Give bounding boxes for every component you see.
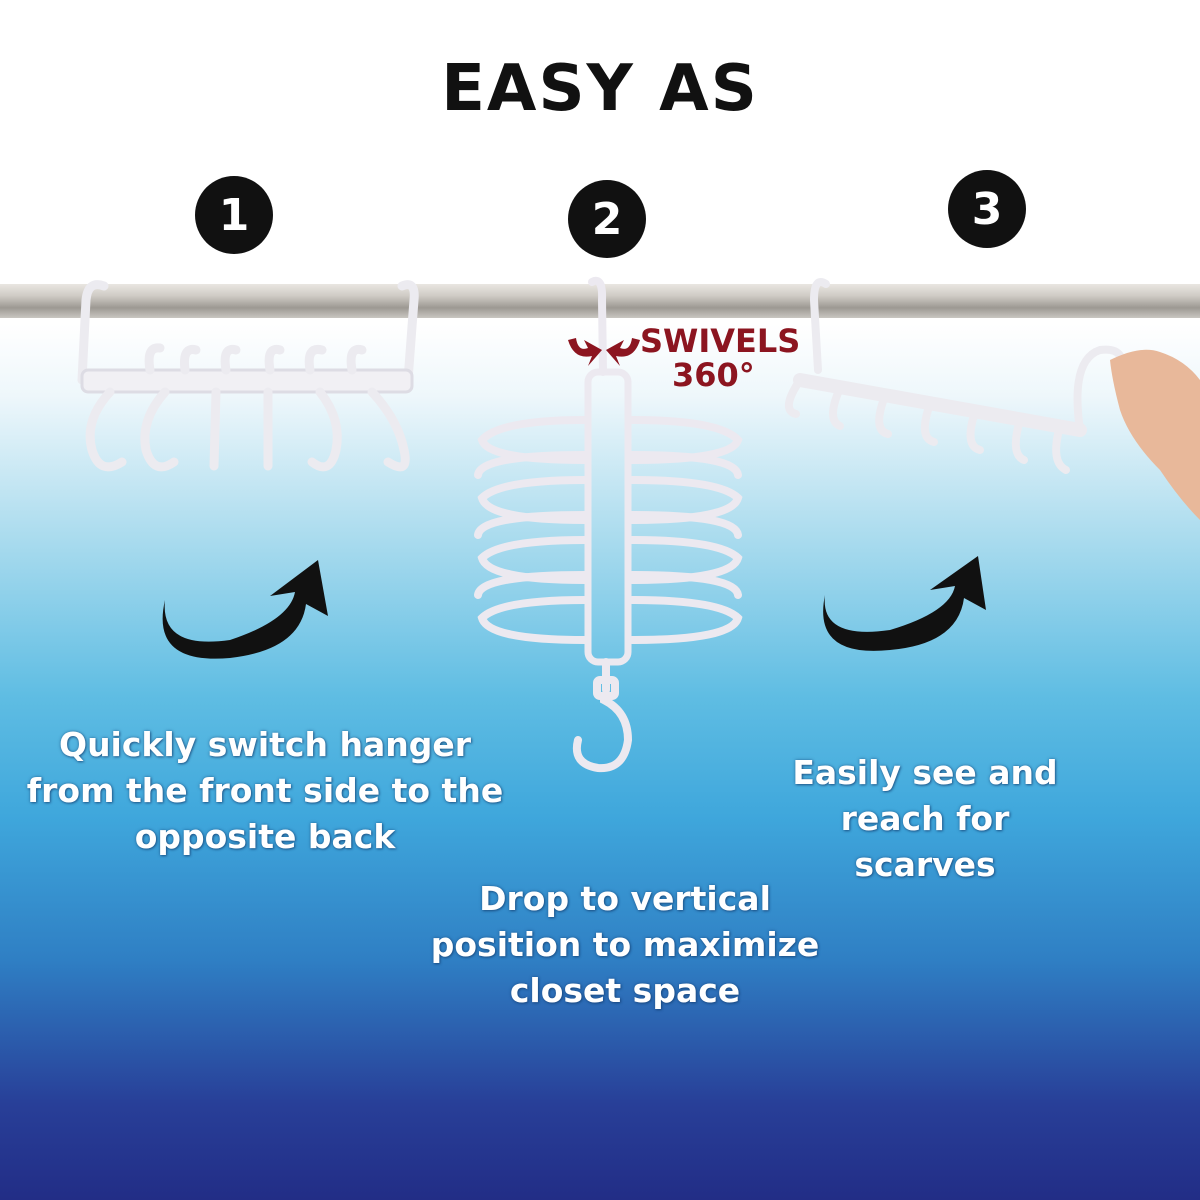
step-3-caption: Easily see and reach for scarves (780, 750, 1070, 888)
step-3-caption-line: reach for (840, 799, 1010, 838)
step-1-caption: Quickly switch hanger from the front sid… (20, 722, 510, 860)
step-badge-1: 1 (195, 176, 273, 254)
step-3-caption-line: scarves (854, 845, 996, 884)
headline: EASY AS (441, 52, 759, 126)
step-2-caption-line: closet space (509, 971, 741, 1010)
step-badge-2: 2 (568, 180, 646, 258)
step-2-caption-line: position to maximize (430, 925, 820, 964)
swivels-label: SWIVELS (640, 322, 801, 360)
step-3-caption-line: Easily see and (792, 753, 1058, 792)
step-2-caption-line: Drop to vertical (479, 879, 771, 918)
step-1-caption-line: opposite back (134, 817, 396, 856)
step-1-caption-line: from the front side to the (26, 771, 504, 810)
step-2-caption: Drop to vertical position to maximize cl… (410, 876, 840, 1014)
rotation-degrees-label: 360° (672, 356, 755, 394)
step-1-caption-line: Quickly switch hanger (59, 725, 471, 764)
step-badge-3: 3 (948, 170, 1026, 248)
hand-icon (1110, 349, 1200, 520)
